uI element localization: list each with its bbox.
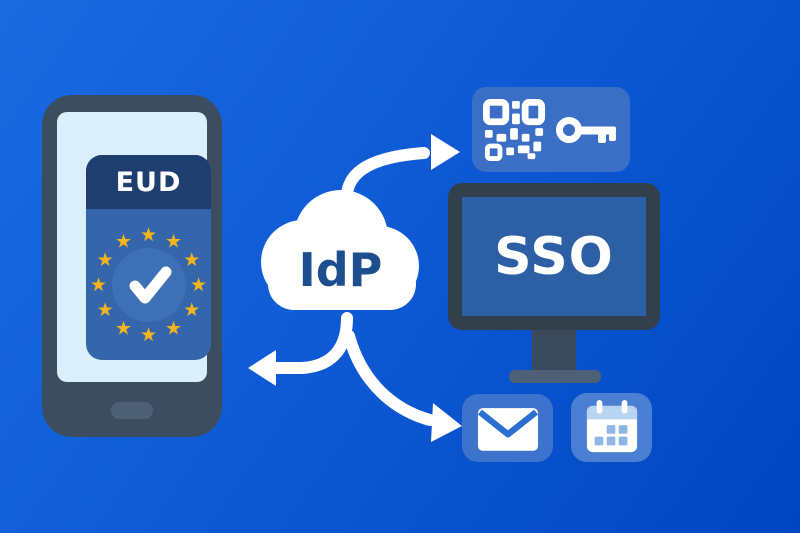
arrowhead-down-right-icon bbox=[431, 403, 462, 442]
arrowhead-left-icon bbox=[248, 350, 276, 386]
calendar-icon bbox=[586, 399, 637, 452]
phone-home-button bbox=[111, 402, 153, 419]
cloud-to-phone-arrow bbox=[248, 312, 353, 386]
calendar-panel bbox=[571, 393, 652, 462]
sso-monitor: SSO bbox=[448, 183, 660, 330]
smartphone: EUD bbox=[42, 95, 222, 437]
sso-label: SSO bbox=[494, 226, 614, 287]
checkmark-icon bbox=[129, 266, 171, 303]
checkmark-circle bbox=[111, 247, 186, 322]
envelope-icon bbox=[477, 407, 538, 451]
idp-label: IdP bbox=[298, 243, 383, 297]
qr-code-icon bbox=[482, 98, 545, 161]
eud-card-header: EUD bbox=[86, 155, 211, 209]
cloud-to-qr-key-arrow bbox=[340, 134, 460, 219]
arrowhead-right-icon bbox=[431, 134, 460, 170]
eud-wallet-card: EUD bbox=[86, 155, 211, 360]
email-panel bbox=[462, 394, 553, 462]
monitor-stand bbox=[532, 330, 576, 372]
eud-card-body bbox=[86, 209, 211, 360]
cloud-to-email-arrow bbox=[343, 330, 462, 442]
qr-key-panel bbox=[472, 87, 630, 172]
phone-screen: EUD bbox=[57, 112, 211, 382]
eu-stars-emblem bbox=[86, 221, 211, 349]
eud-label: EUD bbox=[115, 166, 182, 198]
monitor-screen: SSO bbox=[462, 197, 646, 316]
monitor-base bbox=[509, 370, 601, 383]
key-icon bbox=[555, 116, 616, 143]
